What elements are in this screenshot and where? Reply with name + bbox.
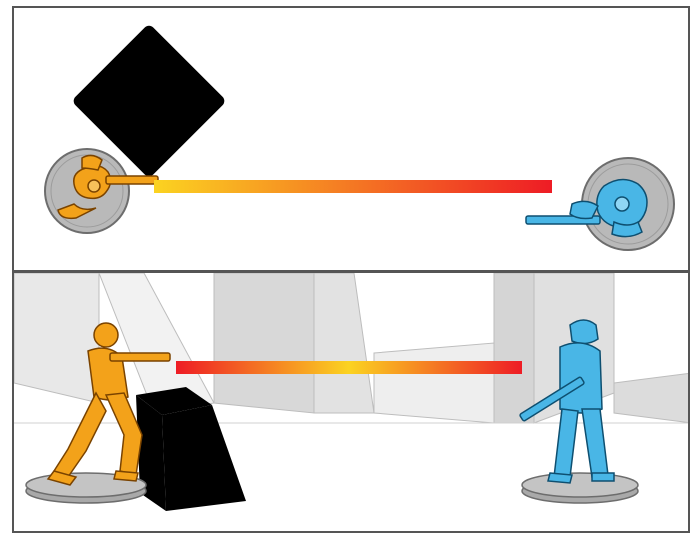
top-view-svg bbox=[14, 8, 688, 270]
diagram-frame bbox=[12, 6, 690, 533]
line-of-fire bbox=[154, 180, 552, 193]
side-view-panel bbox=[14, 273, 688, 531]
black-block-cover bbox=[136, 387, 246, 511]
top-view-panel bbox=[14, 8, 688, 270]
side-view-svg bbox=[14, 273, 688, 531]
line-of-fire bbox=[176, 361, 522, 374]
defender-base-side bbox=[522, 473, 638, 503]
